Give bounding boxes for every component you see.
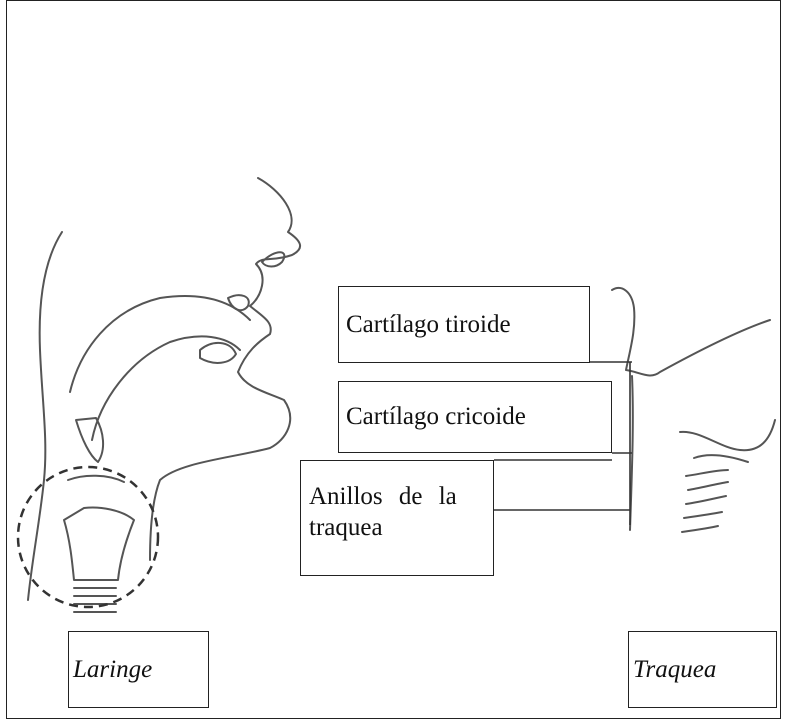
larynx-body — [64, 508, 134, 581]
tongue-sketch — [200, 343, 236, 363]
label-thyroid-cartilage-text: Cartílago tiroide — [346, 309, 511, 340]
label-cricoid-cartilage-text: Cartílago cricoide — [346, 401, 526, 432]
epiglottis-lower — [76, 418, 103, 462]
label-cricoid-cartilage: Cartílago cricoide — [338, 381, 612, 453]
label-tracheal-rings-line1: Anillos de la — [309, 481, 457, 512]
caption-larynx-text: Laringe — [73, 656, 152, 684]
hyoid-sketch — [68, 476, 124, 482]
trachea-front — [680, 420, 775, 450]
label-thyroid-cartilage: Cartílago tiroide — [338, 286, 590, 363]
caption-trachea-text: Traquea — [633, 656, 716, 684]
label-tracheal-rings-line2: traquea — [309, 512, 457, 543]
caption-larynx: Laringe — [68, 631, 209, 708]
back-of-head — [28, 232, 62, 600]
label-tracheal-rings: Anillos de la traquea — [300, 460, 494, 576]
head-profile-outline — [150, 178, 300, 560]
trachea-rings-left — [74, 588, 116, 612]
larynx-highlight-circle — [18, 467, 158, 607]
epiglottis-sketch — [228, 295, 249, 310]
caption-trachea: Traquea — [628, 631, 777, 708]
tracheal-rings-right — [682, 470, 728, 532]
thyroid-cartilage-sketch — [612, 288, 770, 375]
airway-curve — [92, 336, 240, 440]
cricoid-sketch — [694, 455, 748, 462]
